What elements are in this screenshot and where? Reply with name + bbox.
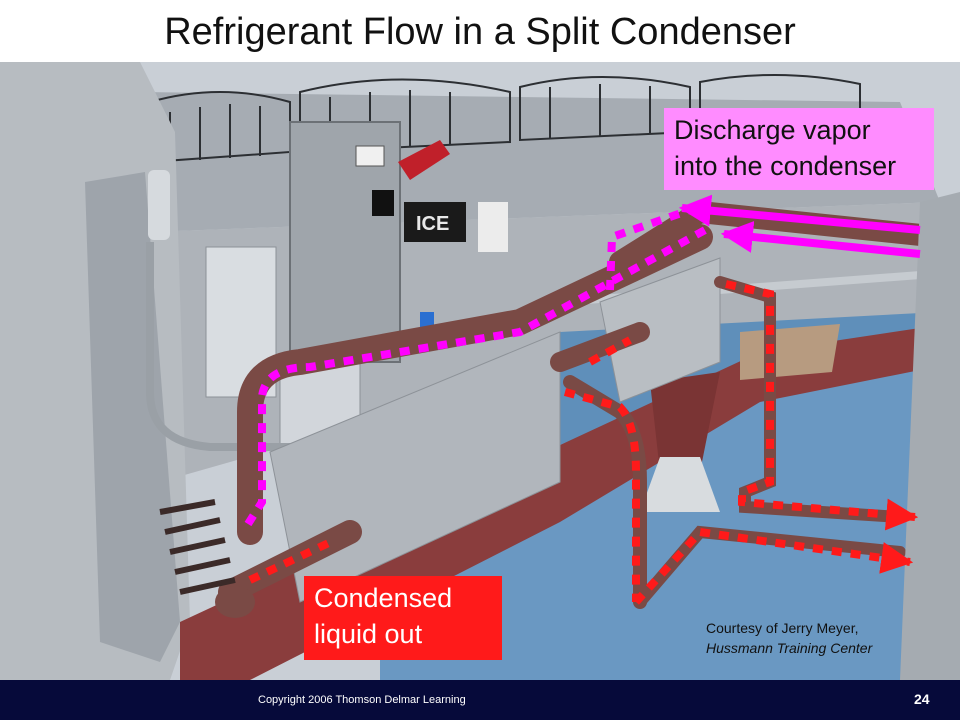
wood-block xyxy=(740,324,840,380)
credit-line: Hussmann Training Center xyxy=(706,640,873,656)
vapor-flow-path xyxy=(244,226,707,527)
callout-line: liquid out xyxy=(314,619,423,649)
liquid-flow-path-2 xyxy=(588,336,632,366)
disconnect-switch xyxy=(289,121,450,363)
warning-sticker xyxy=(478,202,508,252)
slide-title: Refrigerant Flow in a Split Condenser xyxy=(164,11,796,53)
photo-credit: Courtesy of Jerry Meyer, Hussmann Traini… xyxy=(706,618,872,658)
liquid-flow-path-3 xyxy=(563,388,640,602)
liquid-outlet-upper xyxy=(725,280,919,531)
header-cap xyxy=(215,586,255,618)
pipe-support xyxy=(640,457,720,512)
switch-box-label: ICE xyxy=(416,213,449,235)
liquid-flow-path-1 xyxy=(248,536,337,584)
page-number: 24 xyxy=(914,691,930,707)
footer-bar: Copyright 2006 Thomson Delmar Learning 2… xyxy=(0,680,960,720)
credit-line: Courtesy of Jerry Meyer, xyxy=(706,620,859,636)
end-panel-frame xyxy=(85,172,180,662)
callout-line: Discharge vapor xyxy=(674,115,871,145)
liquid-header xyxy=(159,499,236,595)
callout-line: Condensed xyxy=(314,583,453,613)
beam-post xyxy=(650,372,720,472)
warning-label xyxy=(404,202,466,242)
liquid-outlet-lower xyxy=(633,527,914,605)
cover-plate-2 xyxy=(599,257,721,403)
condensed-liquid-callout: Condensed liquid out xyxy=(304,576,502,660)
callout-line: into the condenser xyxy=(674,151,897,181)
copyright-text: Copyright 2006 Thomson Delmar Learning xyxy=(258,694,466,706)
adjacent-unit xyxy=(900,192,960,680)
vapor-inlet-arrow-2 xyxy=(720,221,921,258)
conduit xyxy=(146,242,290,451)
panel-handle xyxy=(148,170,170,240)
discharge-vapor-callout: Discharge vapor into the condenser xyxy=(664,108,934,190)
vapor-inlet-arrow-1 xyxy=(678,194,921,234)
roof-surface-near xyxy=(380,362,960,680)
